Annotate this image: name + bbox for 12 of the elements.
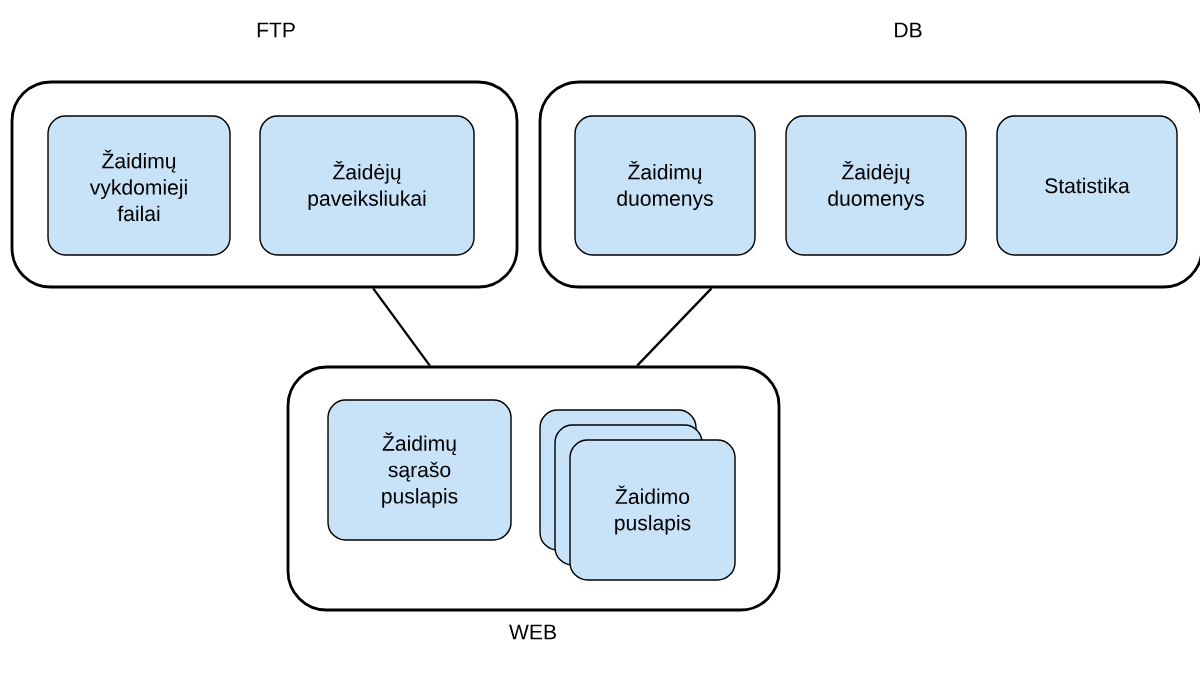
component-box: Žaidimų vykdomieji failai [47, 115, 231, 256]
component-box: Žaidėjų paveiksliukai [259, 115, 475, 256]
component-box: Žaidėjų duomenys [785, 115, 967, 256]
component-box: Statistika [996, 115, 1178, 256]
group-heading: FTP [257, 22, 295, 38]
group-heading: DB [895, 22, 922, 38]
stacked-page-box: Žaidimo puslapis [539, 409, 736, 581]
connector-line [636, 287, 713, 367]
connector-line [372, 287, 431, 367]
component-box: Žaidimų sąrašo puslapis [327, 399, 512, 541]
group-heading: WEB [509, 624, 556, 640]
component-box: Žaidimų duomenys [574, 115, 756, 256]
